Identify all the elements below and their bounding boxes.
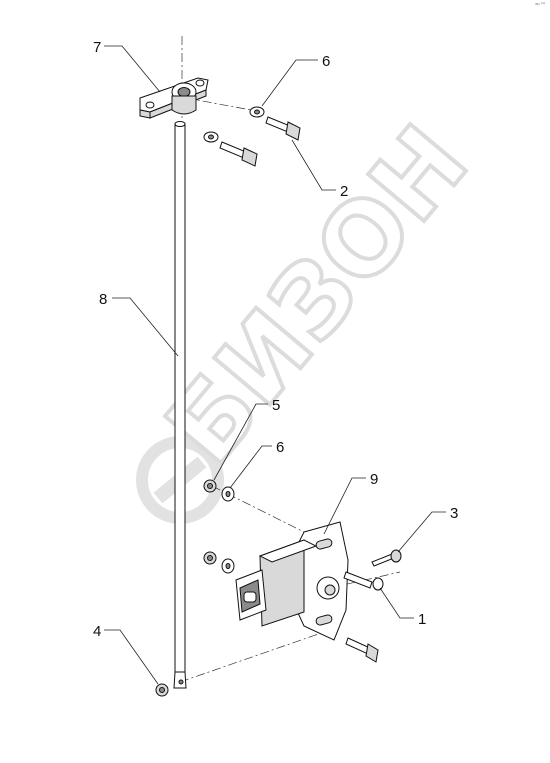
callout-9: 9 xyxy=(370,471,378,488)
callout-4: 4 xyxy=(93,623,101,640)
callout-6-mid: 6 xyxy=(276,439,284,456)
upper-bolt-part xyxy=(265,116,301,141)
top-screw-part xyxy=(371,549,402,567)
bottom-screw-part xyxy=(345,637,379,663)
rod-nut-part xyxy=(203,479,217,493)
callout-7: 7 xyxy=(93,39,101,56)
callout-8: 8 xyxy=(99,291,107,308)
upper-washer-part xyxy=(249,106,265,118)
callout-3: 3 xyxy=(450,505,458,522)
vertical-rod-part xyxy=(173,121,187,689)
callout-2: 2 xyxy=(340,183,348,200)
rod-washer-part xyxy=(221,486,235,502)
callout-labels: 7 6 2 8 5 6 9 3 1 4 xyxy=(93,39,458,640)
middle-washer-part xyxy=(203,131,219,143)
watermark-text: БИЗОН xyxy=(144,104,491,485)
watermark-logo: БИЗОН xyxy=(136,102,492,524)
middle-bolt-part xyxy=(219,141,258,167)
upper-bracket-part xyxy=(139,77,209,119)
bottom-nut-part xyxy=(155,683,169,697)
middle-screw-part xyxy=(343,571,384,591)
corner-mark: ᵃᵖ™ xyxy=(535,2,546,9)
callout-5: 5 xyxy=(272,397,280,414)
lower-nut-part xyxy=(203,551,217,565)
lower-washer-part xyxy=(221,558,235,574)
callout-6-top: 6 xyxy=(322,53,330,70)
callout-1: 1 xyxy=(418,611,426,628)
leader-lines xyxy=(104,45,446,685)
sensor-housing-part xyxy=(235,521,349,641)
